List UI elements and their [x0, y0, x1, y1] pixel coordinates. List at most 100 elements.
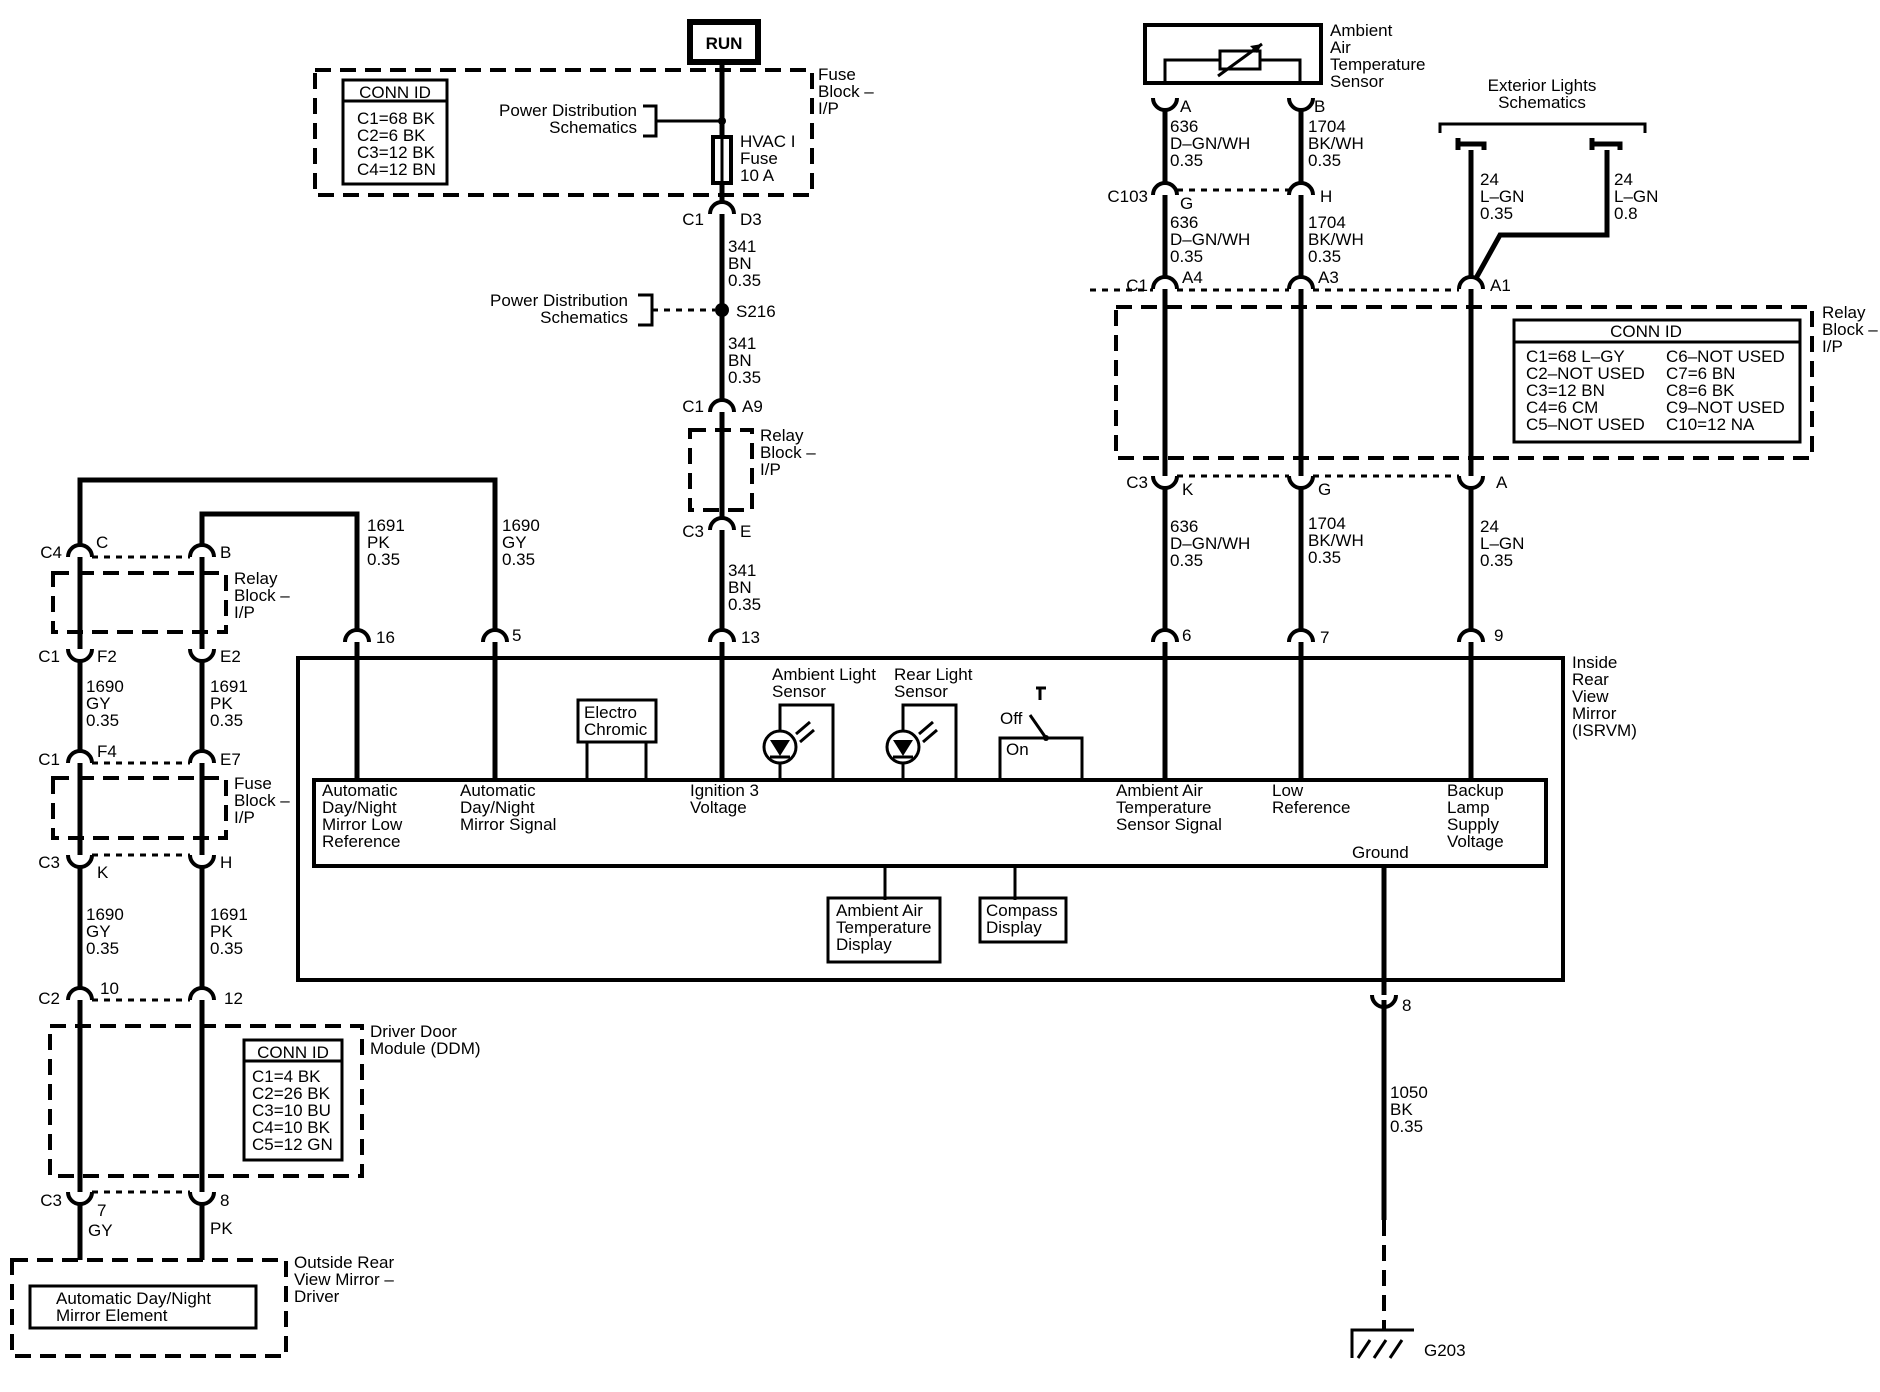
- svg-text:H: H: [220, 853, 232, 872]
- svg-text:A: A: [1180, 97, 1192, 116]
- svg-text:5: 5: [512, 626, 521, 645]
- svg-text:12: 12: [224, 989, 243, 1008]
- svg-text:C3: C3: [38, 853, 60, 872]
- connector-c103: C103 G H: [1107, 181, 1332, 213]
- connector-c2-left: C2 10 12: [38, 979, 243, 1008]
- conn-id-ddm-table: CONN ID C1=4 BK C2=26 BK C3=10 BU C4=10 …: [242, 1038, 344, 1162]
- connector-c4-left: C4 C B: [40, 533, 231, 562]
- connector-c1-left-b: C1 F4 E7: [38, 742, 241, 769]
- svg-text:K: K: [1182, 480, 1194, 499]
- svg-text:A4: A4: [1182, 268, 1203, 287]
- svg-text:9: 9: [1494, 626, 1503, 645]
- svg-text:C4=12 BN: C4=12 BN: [357, 160, 436, 179]
- svg-text:C2=26 BK: C2=26 BK: [252, 1084, 331, 1103]
- svg-text:C1: C1: [682, 397, 704, 416]
- svg-text:H: H: [1320, 187, 1332, 206]
- svg-text:C1=68 L–GY: C1=68 L–GY: [1526, 347, 1625, 366]
- svg-text:C3=12 BK: C3=12 BK: [357, 143, 436, 162]
- svg-text:On: On: [1006, 740, 1029, 759]
- svg-text:G: G: [1318, 480, 1331, 499]
- svg-text:CONN ID: CONN ID: [1610, 322, 1682, 341]
- svg-text:E2: E2: [220, 647, 241, 666]
- ground-g203: G203: [1350, 1328, 1466, 1360]
- svg-text:C10=12 NA: C10=12 NA: [1666, 415, 1755, 434]
- ground-pin-8: 8: [1370, 994, 1411, 1015]
- svg-text:C3: C3: [40, 1191, 62, 1210]
- svg-text:B: B: [220, 543, 231, 562]
- connector-c1-a9: C1 A9: [682, 397, 763, 416]
- svg-text:G: G: [1180, 194, 1193, 213]
- svg-text:C1=4 BK: C1=4 BK: [252, 1067, 321, 1086]
- svg-text:C2: C2: [38, 989, 60, 1008]
- svg-text:CONN ID: CONN ID: [257, 1043, 329, 1062]
- connector-c1-right: C1 A4 A3 A1: [1090, 268, 1511, 295]
- svg-text:C8=6 BK: C8=6 BK: [1666, 381, 1735, 400]
- svg-text:C4=6 CM: C4=6 CM: [1526, 398, 1598, 417]
- svg-text:6: 6: [1182, 626, 1191, 645]
- svg-text:C103: C103: [1107, 187, 1148, 206]
- svg-text:C1: C1: [682, 210, 704, 229]
- svg-text:C2=6 BK: C2=6 BK: [357, 126, 426, 145]
- svg-text:C2–NOT USED: C2–NOT USED: [1526, 364, 1645, 383]
- connector-c3-left: C3 K H: [38, 853, 232, 882]
- day-night-switch[interactable]: Off On: [998, 686, 1084, 780]
- svg-text:16: 16: [376, 628, 395, 647]
- svg-text:7: 7: [97, 1201, 106, 1220]
- svg-text:C1=68 BK: C1=68 BK: [357, 109, 436, 128]
- svg-text:C3=12 BN: C3=12 BN: [1526, 381, 1605, 400]
- svg-text:7: 7: [1320, 628, 1329, 647]
- connector-c3-e: C3 E: [682, 516, 751, 541]
- connector-c3-right: C3 K G A: [1126, 473, 1508, 499]
- svg-text:C3: C3: [1126, 473, 1148, 492]
- splice-s216: S216: [715, 302, 776, 321]
- svg-text:C4=10 BK: C4=10 BK: [252, 1118, 331, 1137]
- svg-text:C1: C1: [1126, 276, 1148, 295]
- svg-text:G203: G203: [1424, 1341, 1466, 1360]
- svg-text:K: K: [97, 863, 109, 882]
